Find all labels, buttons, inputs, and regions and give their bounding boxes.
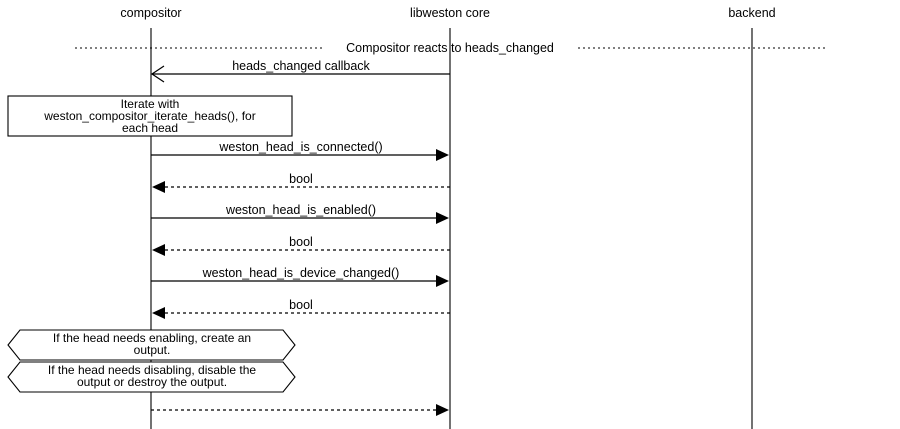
message-label-weston-head-is-enabled: weston_head_is_enabled() bbox=[225, 203, 376, 217]
note-head-needs-enabling: If the head needs enabling, create an ou… bbox=[7, 329, 296, 361]
arrowhead-icon-bool-device-changed bbox=[152, 307, 165, 319]
message-bool-connected: bool bbox=[152, 172, 450, 193]
message-bool-device-changed: bool bbox=[152, 298, 450, 319]
participant-label-libweston-core: libweston core bbox=[410, 6, 490, 20]
arrowhead-icon-weston-head-is-connected bbox=[436, 149, 449, 161]
message-weston-head-is-device-changed: weston_head_is_device_changed() bbox=[151, 266, 449, 287]
note-line-head-needs-enabling-1: If the head needs enabling, create an bbox=[53, 331, 251, 345]
message-label-heads-changed-callback: heads_changed callback bbox=[232, 59, 370, 73]
note-shape-head-needs-enabling bbox=[7, 329, 296, 361]
separator-heads-changed: Compositor reacts to heads_changed bbox=[75, 41, 825, 55]
arrowhead-icon-bool-connected bbox=[152, 181, 165, 193]
message-weston-head-is-connected: weston_head_is_connected() bbox=[151, 140, 449, 161]
note-line-head-needs-enabling-2: output. bbox=[134, 343, 171, 357]
arrowhead-icon-bool-enabled bbox=[152, 244, 165, 256]
note-head-needs-disabling: If the head needs disabling, disable the… bbox=[7, 361, 296, 393]
message-label-bool-device-changed: bool bbox=[289, 298, 313, 312]
arrowhead-icon-final-return bbox=[436, 404, 449, 416]
participant-label-compositor: compositor bbox=[120, 6, 181, 20]
participant-header-backend: backend bbox=[728, 6, 776, 429]
message-label-bool-connected: bool bbox=[289, 172, 313, 186]
message-final-return bbox=[151, 404, 449, 416]
message-heads-changed-callback: heads_changed callback bbox=[150, 59, 450, 83]
message-label-weston-head-is-connected: weston_head_is_connected() bbox=[218, 140, 382, 154]
note-shape-head-needs-disabling bbox=[7, 361, 296, 393]
note-box-iterate-heads bbox=[7, 95, 293, 137]
note-line-iterate-heads-2: weston_compositor_iterate_heads(), for bbox=[43, 109, 255, 123]
message-label-weston-head-is-device-changed: weston_head_is_device_changed() bbox=[202, 266, 400, 280]
message-label-bool-enabled: bool bbox=[289, 235, 313, 249]
arrowhead-icon-weston-head-is-enabled bbox=[436, 212, 449, 224]
participant-header-libweston-core: libweston core bbox=[410, 6, 490, 429]
note-line-iterate-heads-3: each head bbox=[122, 121, 178, 135]
note-line-head-needs-disabling-2: output or destroy the output. bbox=[77, 375, 227, 389]
arrowhead-icon-heads-changed-callback bbox=[150, 65, 165, 83]
message-bool-enabled: bool bbox=[152, 235, 450, 256]
arrowhead-icon-weston-head-is-device-changed bbox=[436, 275, 449, 287]
note-iterate-heads: Iterate with weston_compositor_iterate_h… bbox=[7, 95, 293, 137]
note-line-iterate-heads-1: Iterate with bbox=[121, 97, 180, 111]
participant-label-backend: backend bbox=[728, 6, 775, 20]
note-line-head-needs-disabling-1: If the head needs disabling, disable the bbox=[48, 363, 256, 377]
message-weston-head-is-enabled: weston_head_is_enabled() bbox=[151, 203, 449, 224]
separator-label: Compositor reacts to heads_changed bbox=[346, 41, 554, 55]
